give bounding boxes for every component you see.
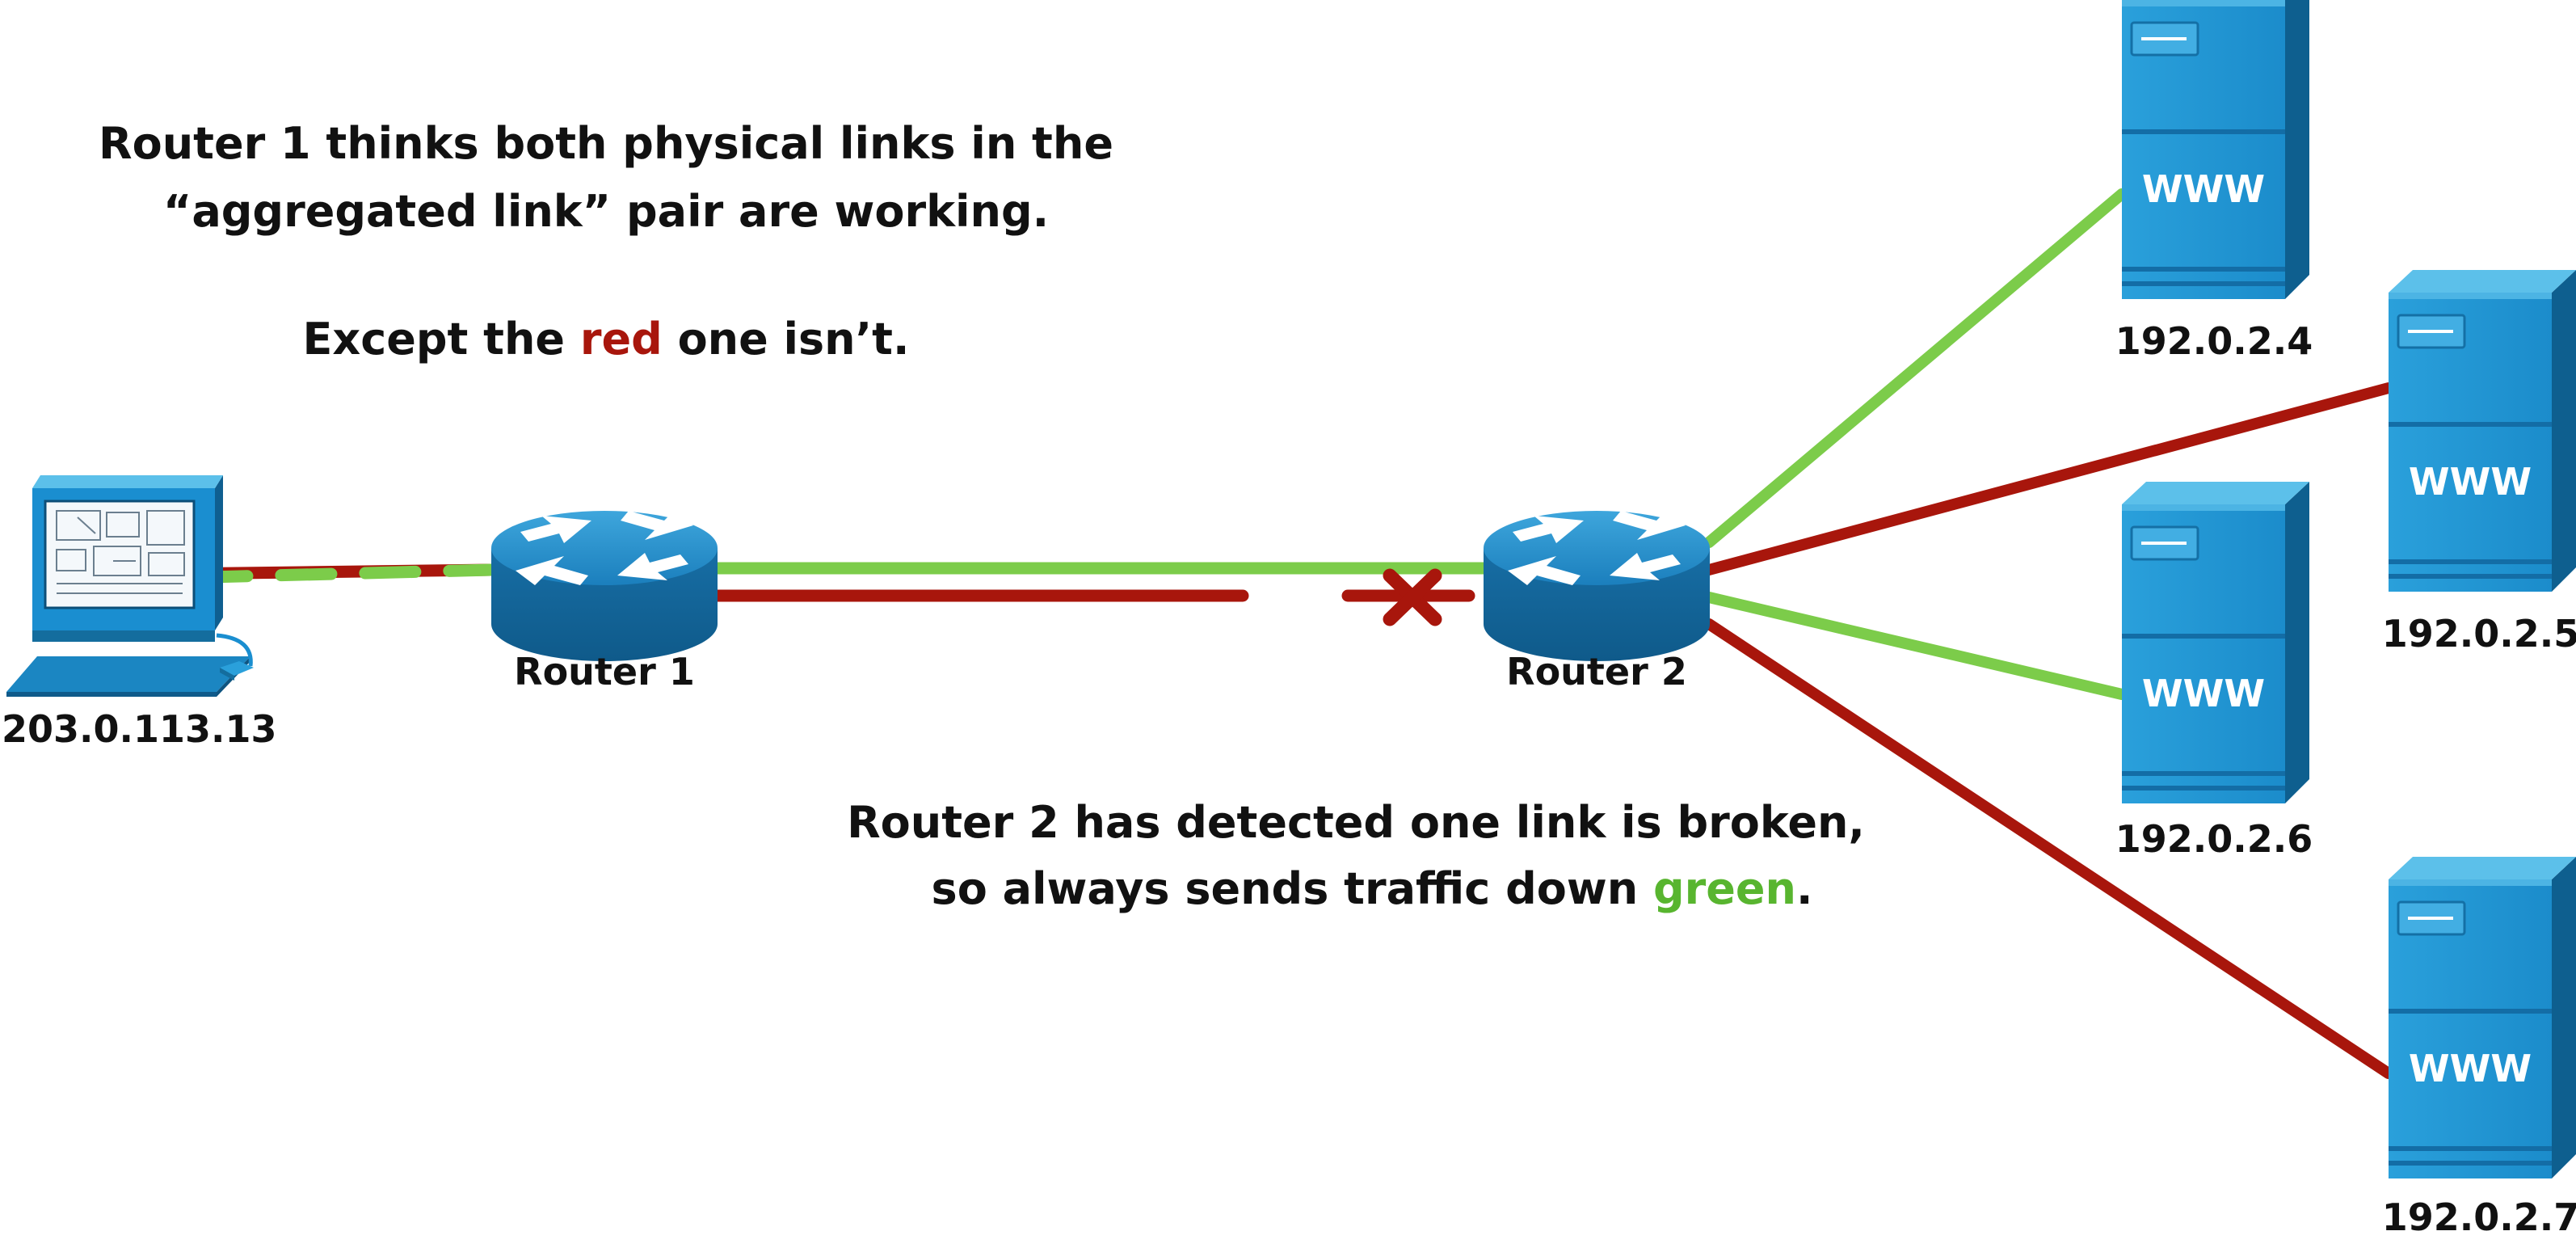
server-node-192-0-2-6: WWW 192.0.2.6 bbox=[2115, 480, 2313, 861]
link-break-x-icon bbox=[1383, 568, 1442, 626]
web-server-icon: WWW bbox=[2120, 0, 2311, 301]
top-annotation-line-1: Router 1 thinks both physical links in t… bbox=[99, 118, 1113, 169]
server-www-text: WWW bbox=[2142, 672, 2265, 715]
client-node: 203.0.113.13 bbox=[2, 475, 277, 751]
client-label: 203.0.113.13 bbox=[2, 707, 277, 751]
red-keyword: red bbox=[580, 314, 663, 365]
bottom-annotation: Router 2 has detected one link is broken… bbox=[847, 797, 1865, 914]
router2-server-7-link bbox=[1703, 618, 2394, 1079]
web-server-icon: WWW bbox=[2387, 855, 2576, 1180]
server-node-192-0-2-5: WWW 192.0.2.5 bbox=[2382, 268, 2576, 656]
router2-label: Router 2 bbox=[1506, 650, 1687, 694]
top-annotation: Router 1 thinks both physical links in t… bbox=[99, 118, 1113, 365]
top-annotation-line-3-prefix: Except the bbox=[303, 314, 580, 365]
bottom-annotation-line-2-suffix: . bbox=[1796, 863, 1813, 914]
router-icon bbox=[1484, 511, 1710, 661]
router1-node: Router 1 bbox=[491, 511, 718, 694]
router1-label: Router 1 bbox=[514, 650, 695, 694]
links bbox=[107, 188, 2394, 1079]
server-www-text: WWW bbox=[2409, 1047, 2532, 1090]
router-icon bbox=[491, 511, 718, 661]
router2-server-4-link bbox=[1703, 188, 2128, 548]
green-keyword: green bbox=[1653, 863, 1796, 914]
router2-node: Router 2 bbox=[1484, 511, 1710, 694]
client-router1-green-link bbox=[107, 563, 498, 586]
top-annotation-line-3-suffix: one isn’t. bbox=[663, 314, 910, 365]
server-www-text: WWW bbox=[2142, 167, 2265, 211]
server-label: 192.0.2.4 bbox=[2115, 319, 2313, 363]
bottom-annotation-line-2: so always sends traffic down green. bbox=[932, 863, 1813, 914]
top-annotation-line-2: “aggregated link” pair are working. bbox=[163, 186, 1049, 237]
server-label: 192.0.2.6 bbox=[2115, 817, 2313, 861]
router2-server-5-link bbox=[1703, 382, 2394, 576]
desktop-computer-icon bbox=[6, 475, 254, 697]
server-www-text: WWW bbox=[2409, 460, 2532, 504]
server-label: 192.0.2.5 bbox=[2382, 612, 2576, 656]
server-node-192-0-2-7: WWW 192.0.2.7 bbox=[2382, 855, 2576, 1239]
bottom-annotation-line-1: Router 2 has detected one link is broken… bbox=[847, 797, 1865, 848]
server-label: 192.0.2.7 bbox=[2382, 1195, 2576, 1239]
bottom-annotation-line-2-prefix: so always sends traffic down bbox=[932, 863, 1653, 914]
web-server-icon: WWW bbox=[2387, 268, 2576, 593]
router2-server-6-link bbox=[1703, 592, 2128, 700]
top-annotation-line-3: Except the red one isn’t. bbox=[303, 314, 910, 365]
web-server-icon: WWW bbox=[2120, 480, 2311, 805]
server-node-192-0-2-4: WWW 192.0.2.4 bbox=[2115, 0, 2313, 363]
